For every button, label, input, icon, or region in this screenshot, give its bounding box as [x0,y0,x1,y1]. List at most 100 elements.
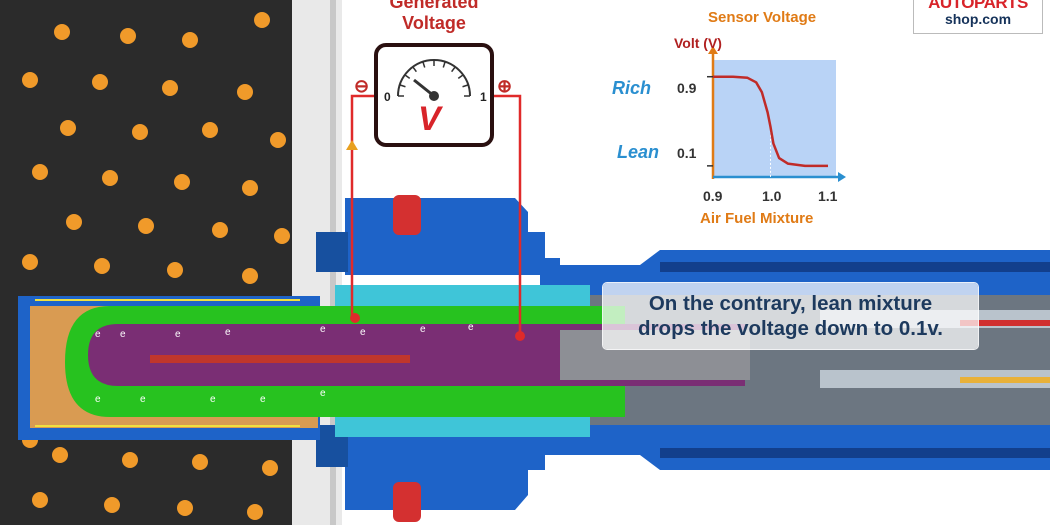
inner-terminal-bottom [820,370,1050,388]
y-tick-label-0.1: 0.1 [677,145,697,161]
inner-electrode-strip [150,355,410,363]
gasket-clip-top [393,195,421,235]
caption-box: On the contrary, lean mixture drops the … [603,283,978,349]
electron-label: e [420,324,426,335]
meter-tick [457,74,464,79]
meter-tick [462,84,469,88]
x-tick-label-0.9: 0.9 [703,188,723,204]
exhaust-particle [254,12,270,28]
y-tick-name-rich: Rich [612,78,652,98]
exhaust-particle [138,218,154,234]
y-tick-name-lean: Lean [617,142,660,162]
exhaust-particle [242,268,258,284]
exhaust-particle [242,180,258,196]
heater-wire [960,377,1050,383]
x-tick-label-1.1: 1.1 [818,188,838,204]
exhaust-particle [174,174,190,190]
exhaust-particle [262,460,278,476]
exhaust-particle [54,24,70,40]
chart-xlabel: Air Fuel Mixture [700,210,814,227]
meter-tick [404,74,411,79]
exhaust-particle [212,222,228,238]
meter-scale-min: 0 [384,90,391,104]
current-arrow [346,140,358,150]
exhaust-particle [94,258,110,274]
exhaust-particle [66,214,82,230]
sensor-hex-nut-top [345,198,560,275]
exhaust-particle [22,72,38,88]
exhaust-particle [177,500,193,516]
electron-label: e [140,394,146,405]
electron-label: e [320,324,326,335]
housing-ridge-top [660,262,1050,272]
exhaust-particle [52,447,68,463]
electron-markers: e e e e e e e e e e e e e [95,322,474,405]
meter-tick [422,61,426,68]
electron-label: e [95,394,101,405]
thread-top [316,232,348,272]
meter-title: Generated Voltage [374,0,494,34]
exhaust-particle [32,492,48,508]
meter-tick [399,84,406,88]
meter-unit: V [418,100,441,138]
signal-wire [960,320,1050,326]
exhaust-particle [270,132,286,148]
chart-x-axis-arrow [838,172,846,182]
exhaust-particle [32,164,48,180]
electron-label: e [320,388,326,399]
exhaust-particle [120,28,136,44]
chart-plot-area [713,60,836,177]
sensor-voltage-chart [707,46,846,182]
chart-ylabel: Volt (V) [674,35,722,51]
housing-ridge-bottom [660,448,1050,458]
meter-ticks [398,60,470,97]
minus-terminal-icon: ⊖ [354,76,370,96]
caption-line1: On the contrary, lean mixture [648,292,933,315]
logo-line1: AUTOPARTS [928,0,1028,12]
exhaust-particle [60,120,76,136]
gasket-clip-bottom [393,482,421,522]
chart-series-line [713,75,828,168]
exhaust-particle [237,84,253,100]
meter-tick [451,66,456,73]
electron-label: e [260,394,266,405]
x-tick-label-1.0: 1.0 [762,188,782,204]
exhaust-particle [167,262,183,278]
exhaust-particle [192,454,208,470]
electron-label: e [360,327,366,338]
exhaust-particle [132,124,148,140]
meter-title-line1: Generated [389,0,479,12]
exhaust-particle [122,452,138,468]
electron-label: e [120,329,126,340]
exhaust-particle [247,504,263,520]
electron-label: e [175,329,181,340]
electron-label: e [210,394,216,405]
site-logo: AUTOPARTS shop.com [913,0,1043,34]
exhaust-particle [92,74,108,90]
plus-terminal-icon: ⊕ [497,76,513,96]
caption-line2: drops the voltage down to 0.1v. [638,317,943,340]
electron-label: e [95,329,101,340]
exhaust-particle [182,32,198,48]
wire-positive [494,94,522,336]
exhaust-particle [274,228,290,244]
electron-label: e [468,322,474,333]
exhaust-particle [104,497,120,513]
exhaust-particle [162,80,178,96]
logo-line2: shop.com [944,11,1012,27]
shield-outline [35,299,300,427]
exhaust-particle [202,122,218,138]
y-tick-label-0.9: 0.9 [677,80,697,96]
needle-pivot [429,91,439,101]
meter-scale-max: 1 [480,90,487,104]
exhaust-particle [22,254,38,270]
wire-negative [350,94,374,318]
chart-y-axis-arrow [708,46,718,54]
meter-tick [412,66,417,73]
meter-tick [442,61,446,68]
chart-title: Sensor Voltage [708,9,817,26]
electron-label: e [225,327,231,338]
exhaust-particle [102,170,118,186]
